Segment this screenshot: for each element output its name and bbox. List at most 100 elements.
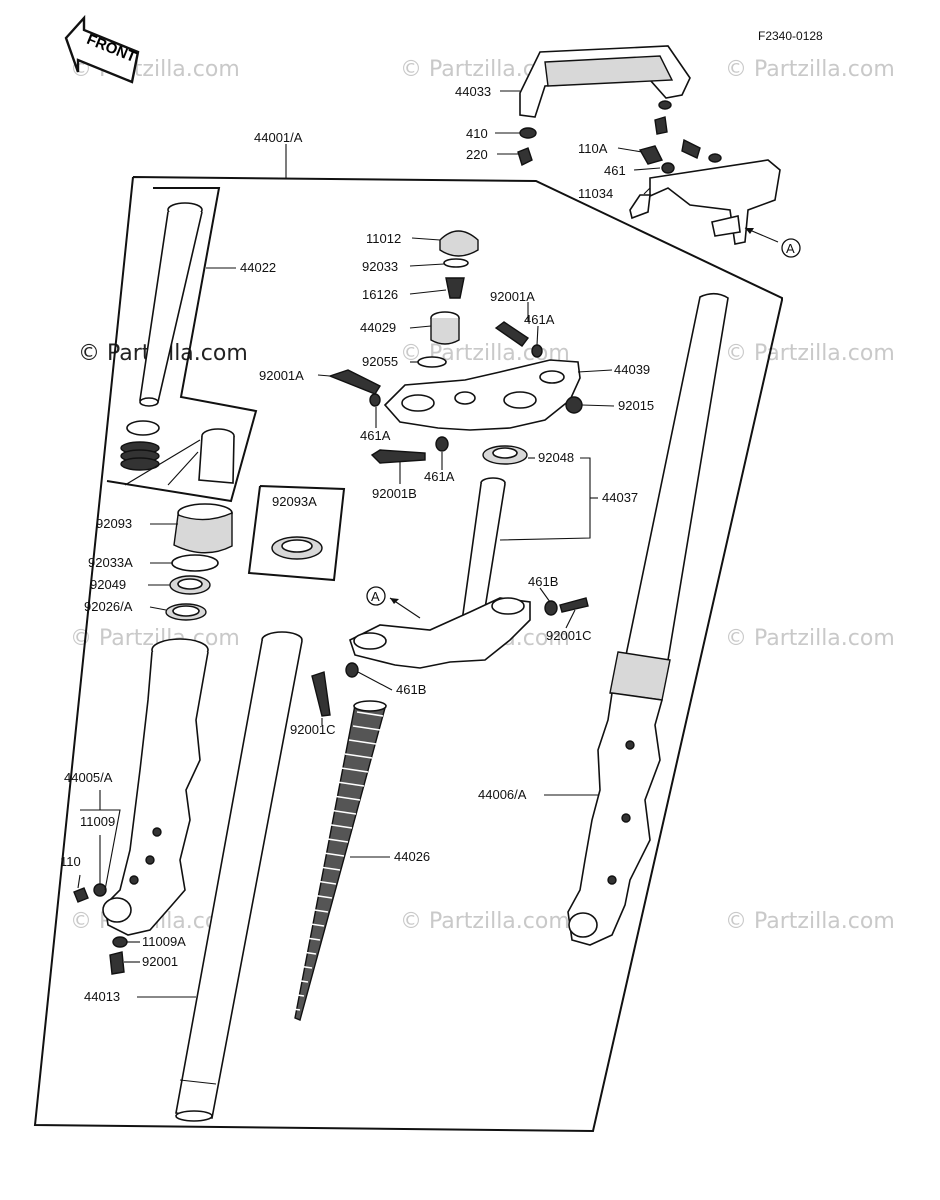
ref-marker-a-bottom: A xyxy=(366,586,421,619)
label-461b-left: 461B xyxy=(396,682,426,697)
upper-triple-clamp-44039 xyxy=(383,359,581,431)
washer-461 xyxy=(661,162,675,174)
bushing-92026a xyxy=(165,603,207,621)
nut-icon xyxy=(708,153,722,163)
label-110: 110 xyxy=(60,854,81,869)
washer-461b-right xyxy=(544,600,558,616)
label-11009: 11009 xyxy=(80,814,115,829)
label-11034: 11034 xyxy=(578,186,613,201)
part-labels: 44033 410 220 110A 461 11034 44001/A 440… xyxy=(60,84,654,1004)
bracket-11034 xyxy=(629,159,781,245)
washer-461a-left xyxy=(369,393,381,407)
label-92033a: 92033A xyxy=(88,555,133,570)
label-11009a: 11009A xyxy=(142,934,186,949)
label-44005a: 44005/A xyxy=(64,770,113,785)
diagram-code: F2340-0128 xyxy=(758,29,823,43)
label-461a-mid: 461A xyxy=(424,469,455,484)
nut-92015 xyxy=(565,396,583,414)
oil-seal-92093a xyxy=(271,536,323,560)
label-44039: 44039 xyxy=(614,362,650,377)
label-410: 410 xyxy=(466,126,488,141)
label-44033: 44033 xyxy=(455,84,491,99)
label-11012: 11012 xyxy=(366,231,401,246)
dust-seal-92093 xyxy=(173,503,233,554)
bolt-92001a-left xyxy=(327,369,382,395)
label-44001a: 44001/A xyxy=(254,130,303,145)
leader-lines xyxy=(77,90,661,998)
ref-marker-a-top: A xyxy=(744,227,801,258)
label-110a: 110A xyxy=(578,141,608,156)
label-92093: 92093 xyxy=(96,516,132,531)
watermark: © Partzilla.com xyxy=(400,909,570,934)
circlip-92033a xyxy=(171,554,219,572)
outer-tube-left-44005a xyxy=(102,638,209,936)
label-461: 461 xyxy=(604,163,626,178)
washer-92055 xyxy=(417,356,447,368)
spring-short-icon xyxy=(120,441,160,471)
bearing-92048 xyxy=(482,445,528,465)
inner-parts-frame xyxy=(106,187,258,503)
label-44029: 44029 xyxy=(360,320,396,335)
fork-spring-44026 xyxy=(272,700,387,1021)
label-92001a-left: 92001A xyxy=(259,368,304,383)
label-92033: 92033 xyxy=(362,259,398,274)
bolt-92001c-left xyxy=(311,671,331,717)
outer-tube-right-44006a xyxy=(567,292,729,946)
bolt-92001 xyxy=(109,951,125,975)
label-92015: 92015 xyxy=(618,398,654,413)
label-92001c-right: 92001C xyxy=(546,628,592,643)
steering-stem-cap-11012 xyxy=(439,230,479,257)
bushing-44029 xyxy=(430,311,460,345)
label-92001: 92001 xyxy=(142,954,178,969)
label-44013: 44013 xyxy=(84,989,120,1004)
label-44006a: 44006/A xyxy=(478,787,527,802)
label-461b-right: 461B xyxy=(528,574,558,589)
handle-guard xyxy=(519,45,691,118)
washer-11009 xyxy=(93,883,107,897)
washer-461b-left xyxy=(345,662,359,678)
oil-seal-box xyxy=(247,485,346,582)
label-44022: 44022 xyxy=(240,260,276,275)
watermark: © Partzilla.com xyxy=(725,626,895,651)
fork-inner-tube-44022 xyxy=(139,202,203,407)
label-16126: 16126 xyxy=(362,287,398,302)
o-ring-92033 xyxy=(443,258,469,268)
label-92055: 92055 xyxy=(362,354,398,369)
bolt-92001c-right xyxy=(559,597,589,613)
bolt-220 xyxy=(517,147,533,166)
bolt-icon xyxy=(681,138,701,159)
svg-text:A: A xyxy=(786,241,795,256)
piston-icon xyxy=(198,428,235,484)
washer-461a-top xyxy=(531,344,543,358)
oil-seal-92049 xyxy=(169,575,211,595)
label-92048: 92048 xyxy=(538,450,574,465)
bolt-110 xyxy=(73,887,89,903)
label-461a-top: 461A xyxy=(524,312,555,327)
bolt-icon xyxy=(654,116,668,135)
label-92049: 92049 xyxy=(90,577,126,592)
washer-461a-mid xyxy=(435,436,449,452)
fork-assembly-frame xyxy=(33,176,783,1133)
washer-410 xyxy=(519,127,537,139)
inner-fork-tube-44013 xyxy=(175,631,303,1122)
label-92026a: 92026/A xyxy=(84,599,133,614)
watermark: © Partzilla.com xyxy=(725,57,895,82)
nut-icon xyxy=(658,100,672,110)
label-92001b: 92001B xyxy=(372,486,417,501)
label-44026: 44026 xyxy=(394,849,430,864)
label-220: 220 xyxy=(466,147,488,162)
washer-icon xyxy=(126,420,160,436)
label-92001c-left: 92001C xyxy=(290,722,336,737)
washer-11009a xyxy=(112,936,128,948)
steering-stem-44037 xyxy=(349,477,531,669)
label-461a-left: 461A xyxy=(360,428,391,443)
bolt-92001b xyxy=(370,449,426,464)
label-44037: 44037 xyxy=(602,490,638,505)
watermark: © Partzilla.com xyxy=(725,341,895,366)
label-92093a: 92093A xyxy=(272,494,317,509)
label-92001a-top: 92001A xyxy=(490,289,535,304)
bolt-92001a-top xyxy=(494,321,530,347)
watermark: © Partzilla.com xyxy=(725,909,895,934)
svg-text:A: A xyxy=(371,589,380,604)
